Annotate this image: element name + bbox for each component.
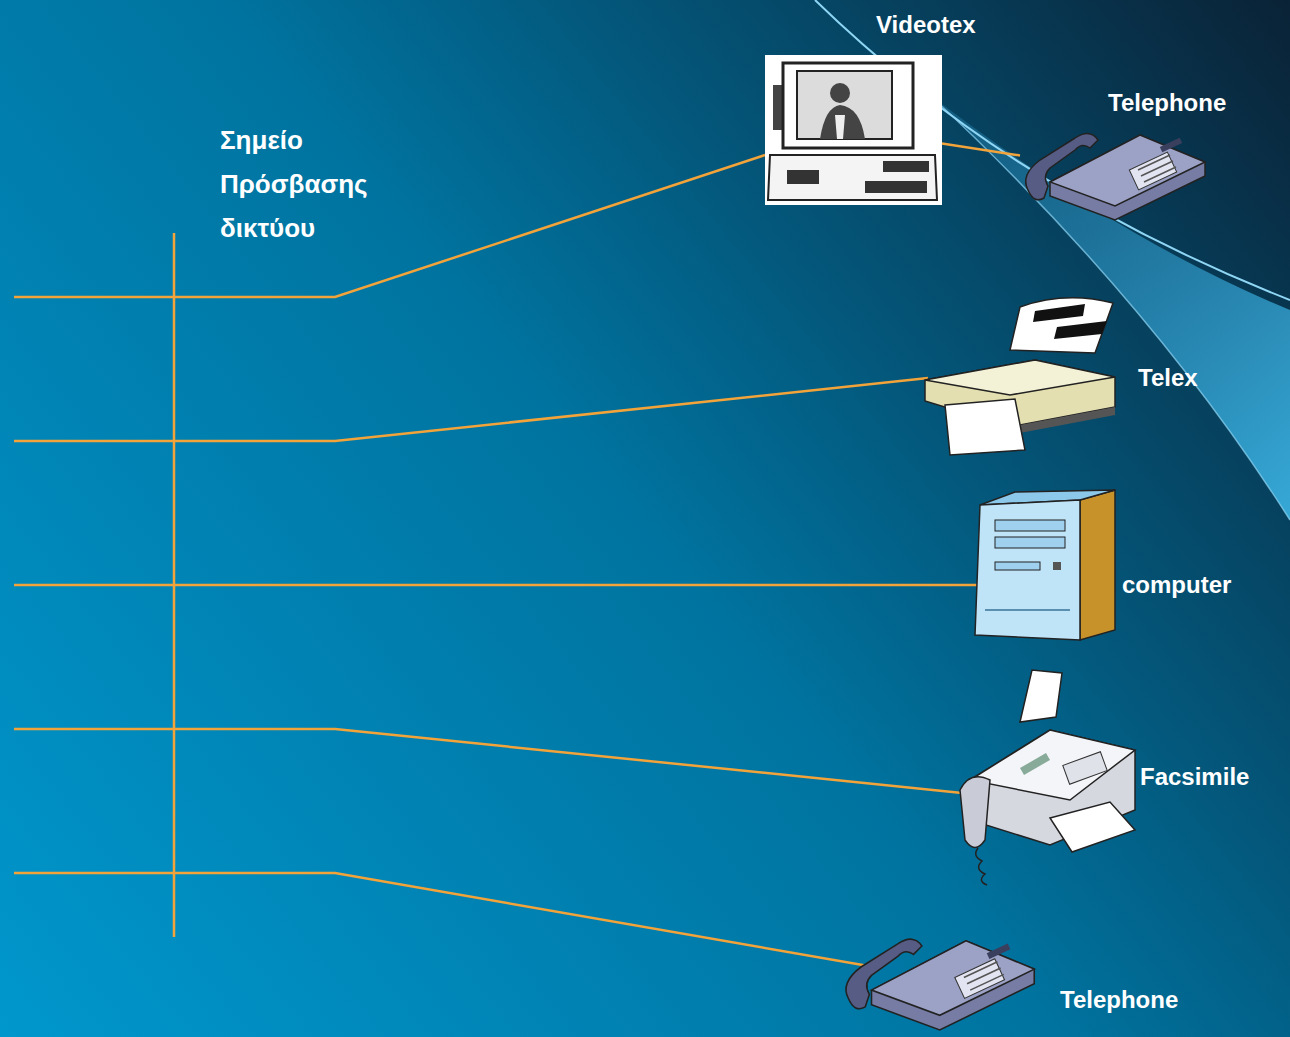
device-label: Telex bbox=[1138, 364, 1198, 392]
fax-top bbox=[970, 730, 1135, 800]
fax-paper bbox=[1020, 670, 1062, 722]
screen-person-head bbox=[830, 83, 850, 103]
fax-output bbox=[1050, 802, 1135, 852]
fax-display bbox=[1020, 753, 1050, 775]
fax-handset bbox=[960, 777, 990, 848]
telex-output bbox=[945, 399, 1025, 455]
telex-top bbox=[925, 360, 1115, 395]
access-wire bbox=[14, 155, 765, 297]
access-wires bbox=[14, 155, 985, 968]
decorative-curve bbox=[930, 95, 1290, 520]
keyboard-display bbox=[883, 161, 929, 172]
telex-paper bbox=[1010, 298, 1113, 353]
paper-print bbox=[1033, 304, 1085, 322]
telephone-node: Telephone bbox=[1020, 120, 1210, 220]
facsimile-node: Facsimile bbox=[960, 670, 1135, 885]
terminal-monitor bbox=[783, 63, 913, 148]
telex-node: Telex bbox=[925, 295, 1115, 455]
facsimile-icon bbox=[960, 670, 1135, 885]
telephone-icon bbox=[1026, 133, 1205, 220]
telex-base bbox=[1010, 407, 1115, 435]
paper-print bbox=[1054, 321, 1107, 339]
connector-line bbox=[942, 144, 1020, 156]
screen-person-detail bbox=[835, 115, 845, 139]
device-label: computer bbox=[1122, 571, 1231, 599]
keyboard-key bbox=[787, 170, 819, 184]
telex-icon bbox=[925, 298, 1115, 455]
fax-keypad bbox=[1063, 752, 1107, 784]
computer-button bbox=[1053, 562, 1061, 570]
terminal-screen bbox=[797, 71, 892, 139]
access-wire bbox=[14, 729, 962, 793]
computer-drive bbox=[995, 562, 1040, 570]
connector-group bbox=[942, 144, 1020, 156]
icon-frame bbox=[765, 55, 942, 205]
computer-drive bbox=[995, 520, 1065, 531]
telephone-node: Telephone bbox=[840, 925, 1040, 1030]
access-wire bbox=[14, 584, 985, 587]
computer-icon bbox=[975, 490, 1115, 640]
videotex-node: Videotex bbox=[765, 55, 942, 205]
terminal-keyboard bbox=[768, 155, 937, 200]
computer-drive bbox=[995, 537, 1065, 548]
telephone-icon bbox=[846, 939, 1034, 1030]
computer-detail bbox=[985, 609, 1070, 611]
screen-person bbox=[820, 105, 865, 139]
access-wire bbox=[14, 873, 880, 968]
access-wire bbox=[14, 378, 928, 441]
keyboard-keys bbox=[865, 181, 927, 193]
device-label: Telephone bbox=[1108, 89, 1226, 117]
decorative-band bbox=[930, 95, 1290, 520]
device-label: Videotex bbox=[876, 11, 976, 39]
fax-cord bbox=[976, 848, 987, 885]
device-label: Telephone bbox=[1060, 986, 1178, 1014]
computer-node: computer bbox=[975, 490, 1115, 640]
computer-front bbox=[975, 500, 1080, 640]
device-label: Facsimile bbox=[1140, 763, 1249, 791]
videotex-icon bbox=[765, 55, 942, 205]
access-point-label: Σημείο Πρόσβασης δικτύου bbox=[220, 118, 420, 250]
computer-side bbox=[1080, 490, 1115, 640]
